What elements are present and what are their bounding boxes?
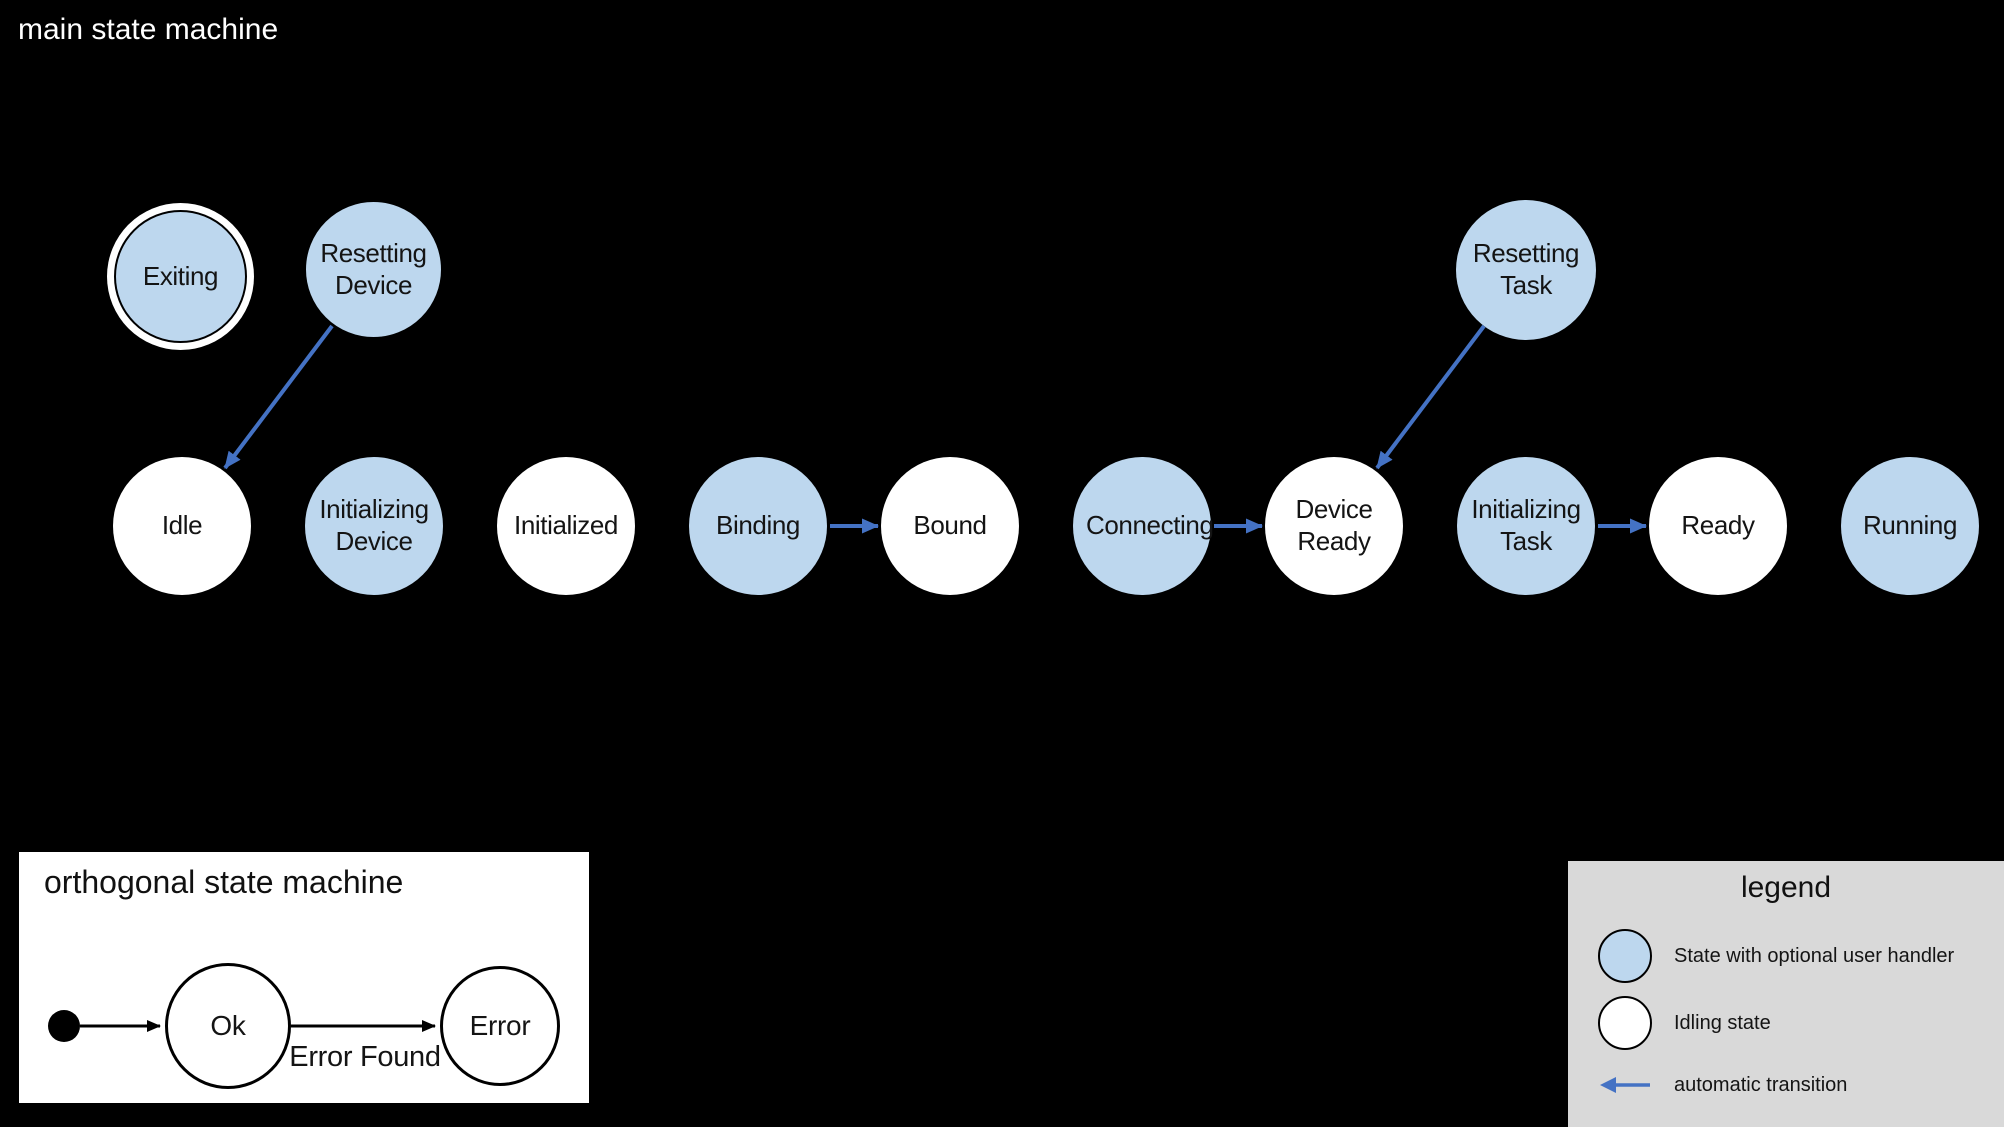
state-initializing-task: Initializing Task <box>1457 457 1595 595</box>
orthogonal-machine-title: orthogonal state machine <box>44 864 404 900</box>
state-ready: Ready <box>1649 457 1787 595</box>
legend-item-label: Idling state <box>1674 1011 1771 1034</box>
state-label: Exiting <box>142 260 219 291</box>
orthogonal-machine-panel: orthogonal state machine Ok Error <box>16 849 592 1106</box>
legend-item-label: State with optional user handler <box>1674 944 1955 967</box>
legend-item-handler-state: State with optional user handler <box>1598 929 1954 983</box>
state-binding: Binding <box>689 457 827 595</box>
state-label: Idle <box>161 510 203 541</box>
state-label: Connecting <box>1086 510 1214 541</box>
legend-item-label: automatic transition <box>1674 1073 1848 1096</box>
legend-title: legend <box>1740 871 1832 904</box>
state-initialized: Initialized <box>497 457 635 595</box>
legend-item-idling-state: Idling state <box>1598 996 1771 1050</box>
state-initializing-device: Initializing Device <box>305 457 443 595</box>
state-label: Ready <box>1681 510 1755 541</box>
state-label: Resetting Task <box>1472 238 1580 300</box>
state-label: Ok <box>210 1010 246 1041</box>
state-ok: Ok <box>165 963 291 1089</box>
transition-resetting-device-to-idle <box>223 324 334 470</box>
automatic-transition-arrow-icon <box>1598 1073 1652 1097</box>
state-label: Initialized <box>514 510 618 541</box>
idling-state-circle-icon <box>1598 996 1652 1050</box>
handler-state-circle-icon <box>1598 929 1652 983</box>
state-label: Initializing Device <box>319 494 429 556</box>
state-connecting: Connecting <box>1073 457 1214 595</box>
state-running: Running <box>1841 457 1979 595</box>
legend-item-automatic-transition: automatic transition <box>1598 1073 1847 1097</box>
state-label: Resetting Device <box>320 237 427 300</box>
main-machine-title: main state machine <box>18 13 279 46</box>
state-label: Error <box>469 1010 531 1041</box>
state-bound: Bound <box>881 457 1019 595</box>
legend-panel: legend State with optional user handler … <box>1568 861 2004 1127</box>
state-resetting-task: Resetting Task <box>1456 200 1596 340</box>
state-label: Binding <box>716 510 800 541</box>
state-error: Error <box>440 966 560 1086</box>
state-exiting: Exiting <box>114 210 247 343</box>
transition-resetting-task-to-device-ready <box>1375 324 1486 470</box>
state-label: Bound <box>913 510 987 541</box>
transition-label-error-found: Error Found <box>289 1041 441 1073</box>
state-label: Device Ready <box>1295 494 1373 556</box>
state-idle: Idle <box>113 457 251 595</box>
state-label: Running <box>1862 510 1958 541</box>
state-resetting-device: Resetting Device <box>304 200 443 339</box>
state-label: Initializing Task <box>1471 494 1581 556</box>
state-device-ready: Device Ready <box>1265 457 1403 595</box>
